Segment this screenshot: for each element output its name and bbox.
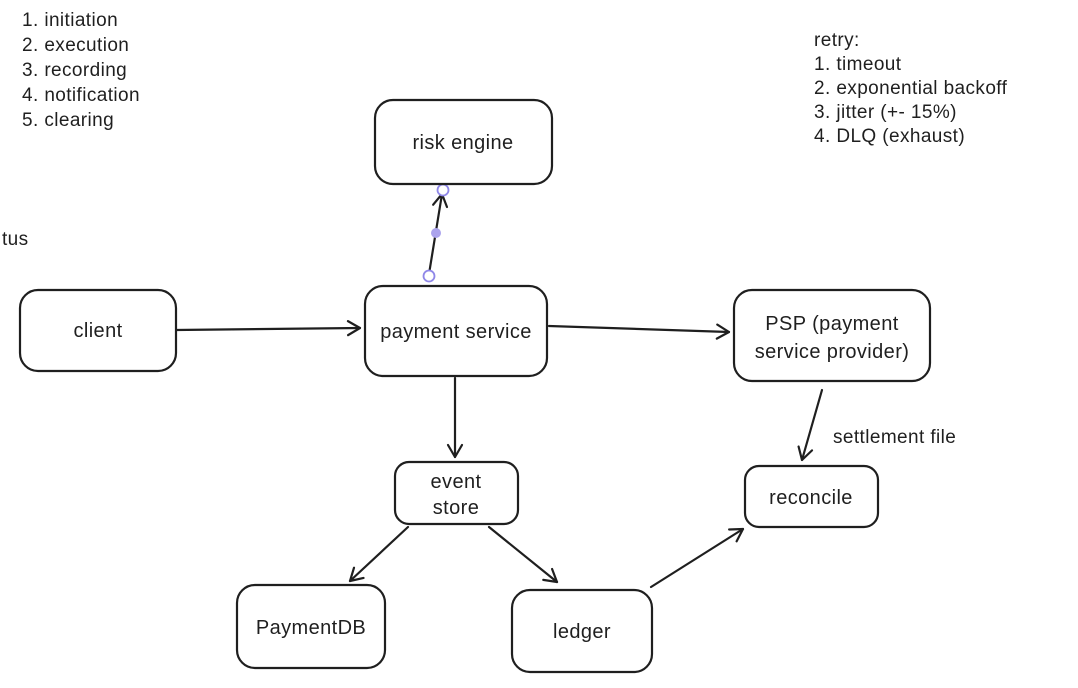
edge-event-store-to-paymentdb[interactable]: [348, 525, 410, 583]
node-reconcile-shape: [743, 464, 880, 529]
selection-midpoint-handle[interactable]: [431, 228, 441, 238]
node-client[interactable]: client: [18, 288, 178, 373]
edge-client-to-payment-service[interactable]: [174, 320, 362, 337]
node-ledger-label: ledger: [553, 621, 611, 643]
phase-item: 5. clearing: [22, 110, 114, 131]
retry-item: 3. jitter (+- 15%): [814, 102, 957, 123]
edge-payment-service-to-psp[interactable]: [547, 323, 731, 340]
node-reconcile-label: reconcile: [769, 487, 853, 509]
retry-item: 2. exponential backoff: [814, 78, 1008, 99]
node-paymentdb[interactable]: PaymentDB: [235, 583, 387, 670]
node-psp-label-line2: service provider): [755, 341, 910, 363]
node-client-label: client: [73, 320, 122, 342]
node-risk-engine-label: risk engine: [412, 132, 513, 154]
node-payment-service-shape: [363, 284, 549, 378]
node-ledger[interactable]: ledger: [510, 588, 654, 674]
selection-handle-start[interactable]: [422, 269, 436, 283]
retry-item: 4. DLQ (exhaust): [814, 126, 965, 147]
node-payment-service-label: payment service: [380, 321, 532, 343]
node-psp-label-line1: PSP (payment: [765, 313, 898, 335]
node-client-shape: [18, 288, 178, 373]
node-paymentdb-shape: [235, 583, 387, 670]
edge-ledger-to-reconcile[interactable]: [649, 527, 745, 589]
node-payment-service[interactable]: payment service: [363, 284, 549, 378]
node-paymentdb-label: PaymentDB: [256, 617, 366, 639]
retry-item: 1. timeout: [814, 54, 902, 75]
selection-handle-end[interactable]: [436, 183, 450, 197]
phase-item: 2. execution: [22, 35, 129, 56]
node-reconcile[interactable]: reconcile: [743, 464, 880, 529]
node-ledger-shape: [510, 588, 654, 674]
node-event-store-label-line1: event: [431, 471, 482, 493]
clipped-status-text[interactable]: tus: [2, 229, 29, 250]
edge-payment-service-to-risk-engine-selected[interactable]: [422, 183, 450, 283]
node-event-store[interactable]: event store: [393, 460, 520, 526]
node-event-store-shape: [393, 460, 520, 526]
phase-item: 3. recording: [22, 60, 127, 81]
retry-list[interactable]: retry: 1. timeout 2. exponential backoff…: [814, 30, 1008, 147]
edge-event-store-to-ledger[interactable]: [487, 525, 559, 584]
retry-title: retry:: [814, 30, 860, 51]
node-risk-engine[interactable]: risk engine: [373, 98, 554, 186]
node-event-store-label-line2: store: [433, 497, 479, 519]
edge-label-settlement-file[interactable]: settlement file: [833, 427, 956, 448]
node-psp-shape: [732, 288, 932, 383]
phase-item: 4. notification: [22, 85, 140, 106]
phase-list[interactable]: 1. initiation 2. execution 3. recording …: [22, 10, 140, 131]
phase-item: 1. initiation: [22, 10, 118, 31]
node-risk-engine-shape: [373, 98, 554, 186]
edge-psp-to-reconcile[interactable]: [797, 388, 824, 462]
node-psp[interactable]: PSP (payment service provider): [732, 288, 932, 383]
